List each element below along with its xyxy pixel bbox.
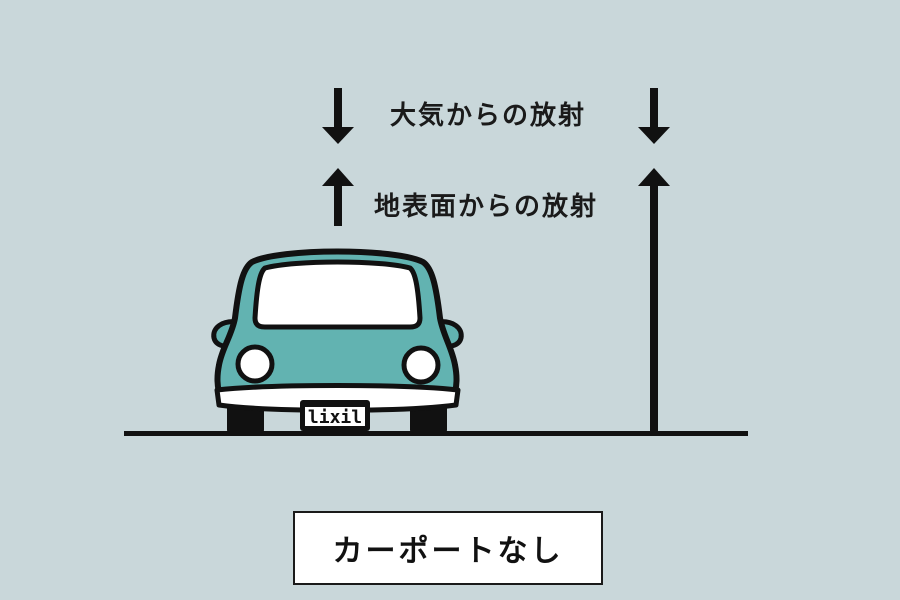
arrow-up-icon xyxy=(322,168,354,226)
caption-box: カーポートなし xyxy=(293,511,603,585)
license-plate xyxy=(305,407,365,426)
ground-radiation-label: 地表面からの放射 xyxy=(374,192,599,222)
bumper xyxy=(214,383,461,413)
left-headlight xyxy=(235,344,275,384)
arrow-up-icon xyxy=(638,168,670,434)
ground-line xyxy=(124,431,748,436)
caption-text: カーポートなし xyxy=(332,534,564,569)
right-headlight xyxy=(401,345,441,385)
license-plate-text: lixil xyxy=(308,407,362,428)
arrow-down-icon xyxy=(638,88,670,144)
arrow-down-icon xyxy=(322,88,354,144)
atmospheric-radiation-label: 大気からの放射 xyxy=(390,101,587,131)
windshield xyxy=(252,259,423,330)
car-illustration: lixil xyxy=(211,248,464,433)
